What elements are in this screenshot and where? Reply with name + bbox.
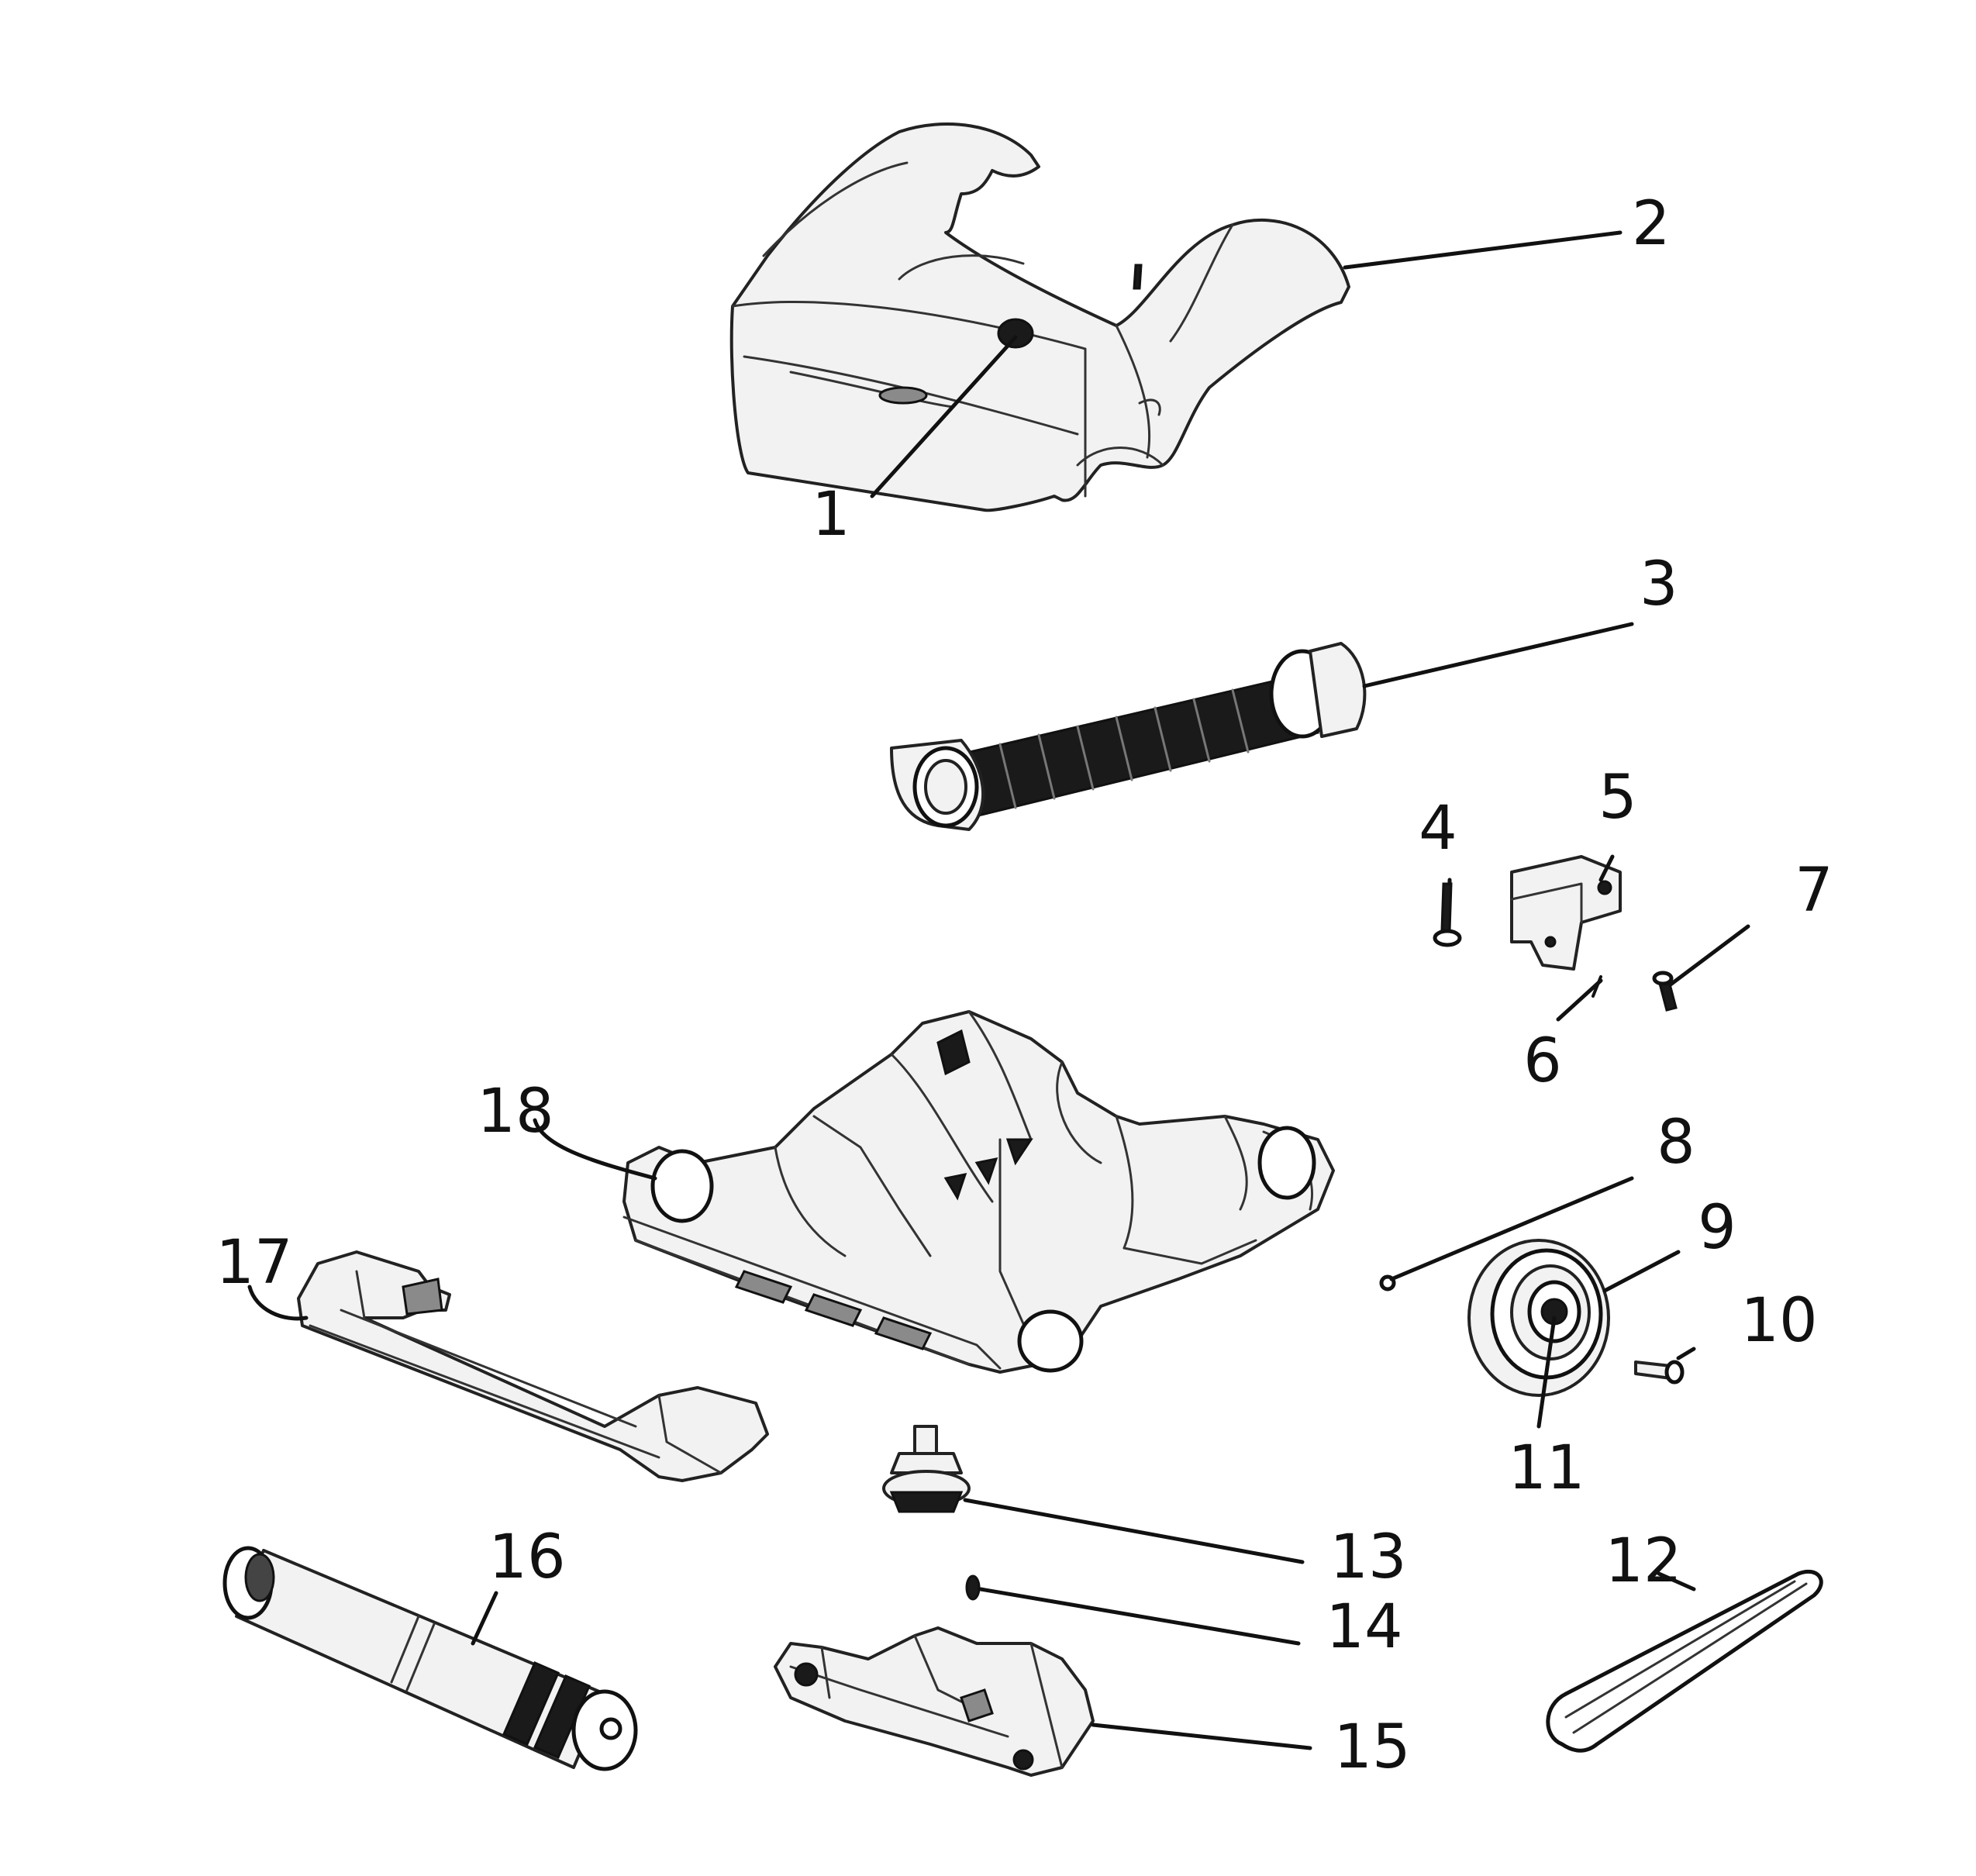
callout-16: 16 <box>488 1523 565 1592</box>
callout-7: 7 <box>1795 856 1833 926</box>
callout-11: 11 <box>1508 1433 1585 1503</box>
leader-6 <box>1556 978 1603 1022</box>
part-base-housing <box>622 1010 1335 1374</box>
leader-13 <box>963 1498 1305 1564</box>
leader-3 <box>1362 622 1634 688</box>
part-screw-10 <box>1634 1360 1685 1385</box>
callout-9: 9 <box>1698 1193 1736 1263</box>
callout-17: 17 <box>216 1228 292 1298</box>
part-screw-7 <box>1652 971 1678 1012</box>
callout-13: 13 <box>1329 1523 1406 1592</box>
callout-12: 12 <box>1605 1526 1681 1596</box>
part-bracket-5 <box>1510 855 1622 971</box>
callout-10: 10 <box>1740 1286 1817 1356</box>
callout-14: 14 <box>1326 1592 1402 1662</box>
leader-2 <box>1343 230 1623 270</box>
callout-1: 1 <box>812 480 850 550</box>
leader-15 <box>1091 1723 1312 1750</box>
leader-8 <box>1389 1176 1634 1281</box>
part-brush-roll <box>222 1546 638 1771</box>
part-bumper-bar <box>297 1250 769 1482</box>
leader-12 <box>1657 1571 1696 1591</box>
part-hood-cover <box>729 122 1350 512</box>
leader-11 <box>1536 1316 1557 1429</box>
part-belt <box>1546 1569 1823 1753</box>
leader-17 <box>247 1285 309 1321</box>
leader-lines <box>247 230 1750 1750</box>
leader-5 <box>1598 854 1615 882</box>
callout-2: 2 <box>1632 189 1671 259</box>
callout-labels: 1 2 3 4 5 6 7 8 9 10 11 12 13 14 15 16 1… <box>216 189 1833 1782</box>
part-pin-14 <box>965 1574 981 1601</box>
part-hose <box>890 642 1367 831</box>
callout-18: 18 <box>477 1077 553 1147</box>
leader-9 <box>1602 1250 1681 1293</box>
callout-3: 3 <box>1640 550 1678 619</box>
callout-4: 4 <box>1419 794 1457 864</box>
part-wheel <box>1467 1239 1610 1397</box>
part-pulley-fitting <box>882 1425 971 1513</box>
part-screw-4 <box>1433 882 1462 947</box>
leader-7 <box>1668 924 1750 987</box>
leader-16 <box>471 1591 498 1646</box>
callout-5: 5 <box>1598 763 1637 833</box>
callout-15: 15 <box>1333 1712 1410 1782</box>
leader-14 <box>978 1587 1301 1646</box>
leader-1 <box>870 335 1018 498</box>
leader-18 <box>533 1118 657 1181</box>
callout-6: 6 <box>1523 1026 1562 1096</box>
part-lever-assembly <box>774 1626 1095 1777</box>
callout-8: 8 <box>1657 1108 1695 1178</box>
leader-10 <box>1676 1347 1696 1360</box>
